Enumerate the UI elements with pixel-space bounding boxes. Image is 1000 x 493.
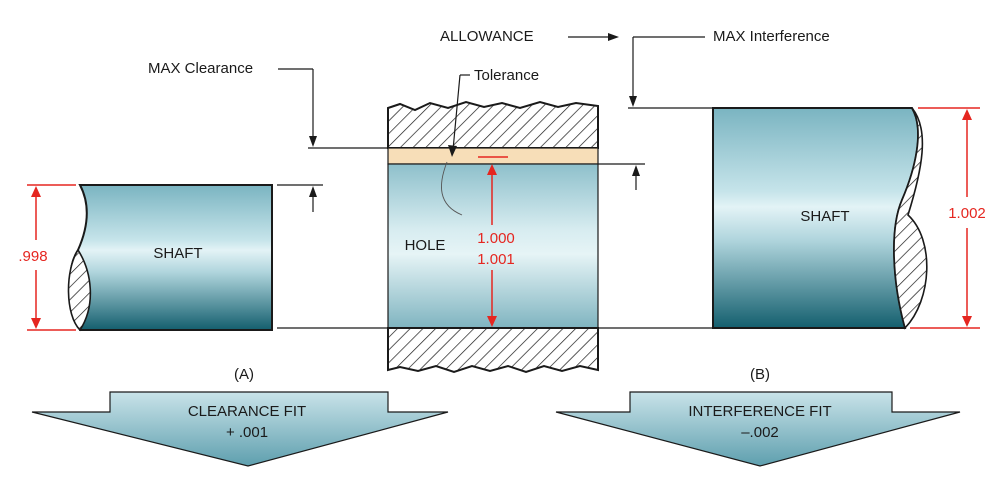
shaft-left-break-hatch: [67, 248, 92, 332]
shaft-right-dimension: 1.002: [948, 205, 986, 222]
interference-fit-arrow: INTERFERENCE FIT –.002: [555, 391, 961, 467]
hole-top-wall: [387, 100, 599, 149]
shaft-left-dimension: .998: [18, 248, 47, 265]
clearance-fit-value: + .001: [226, 424, 268, 441]
clearance-fit-arrow: CLEARANCE FIT + .001: [31, 391, 449, 467]
hole-label: HOLE: [405, 237, 446, 254]
allowance-label: ALLOWANCE: [440, 28, 534, 45]
caption-a: (A): [234, 366, 254, 383]
hole-bore: [387, 163, 599, 329]
dimension-hole: 1.000 1.001: [477, 156, 515, 327]
shaft-right: SHAFT: [712, 107, 928, 330]
dimension-shaft-left: .998: [18, 184, 76, 331]
max-interference-callout: MAX Interference: [629, 28, 830, 190]
interference-fit-title: INTERFERENCE FIT: [688, 403, 831, 420]
tolerance-label: Tolerance: [474, 67, 539, 84]
shaft-right-label: SHAFT: [800, 208, 849, 225]
hole-bottom-wall: [387, 327, 599, 374]
hole-max-dimension: 1.001: [477, 251, 515, 268]
max-clearance-label: MAX Clearance: [148, 60, 253, 77]
shaft-left-label: SHAFT: [153, 245, 202, 262]
max-interference-label: MAX Interference: [713, 28, 830, 45]
shaft-right-break-hatch: [893, 107, 928, 330]
interference-fit-value: –.002: [741, 424, 779, 441]
max-clearance-callout: MAX Clearance: [148, 60, 317, 212]
tolerance-callout: Tolerance: [441, 67, 539, 216]
tolerance-band: [387, 147, 599, 165]
hole-block: HOLE: [387, 100, 599, 374]
hole-min-dimension: 1.000: [477, 230, 515, 247]
caption-b: (B): [750, 366, 770, 383]
extension-lines: [277, 107, 712, 329]
allowance-callout: ALLOWANCE: [440, 28, 619, 45]
dimension-shaft-right: 1.002: [910, 107, 986, 329]
shaft-left: SHAFT: [67, 184, 273, 332]
clearance-fit-title: CLEARANCE FIT: [188, 403, 306, 420]
